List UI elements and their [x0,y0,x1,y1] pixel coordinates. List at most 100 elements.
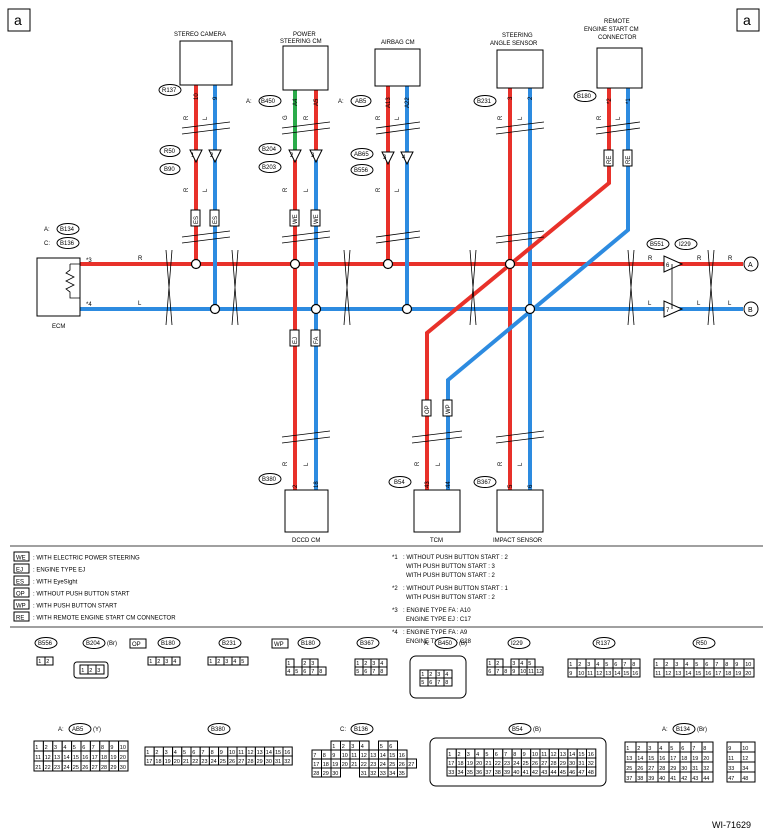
junction [190,258,202,270]
pin-number: 47 [728,776,734,782]
pin-number: 15 [695,671,701,677]
pin-number: 6 [82,745,85,751]
pin-number: 19 [332,762,338,768]
pin-number: 12 [247,750,253,756]
svg-text:R: R [728,256,733,262]
pin-number: 31 [275,759,281,765]
tag-re: RE [607,156,613,164]
pin: *3 [86,258,92,264]
conn-ab65: AB65 [354,152,369,158]
pin-number: 29 [670,766,676,772]
pin-number: 3 [437,672,440,678]
pin-cell [397,767,408,778]
connector-view-label: B367 [360,641,375,647]
pin-number: 15 [275,750,281,756]
pin-number: 22 [495,761,501,767]
pin-number: 3 [467,752,470,758]
pin-number: 20 [476,761,482,767]
pin-number: 7 [313,753,316,759]
pin-number: 29 [110,765,116,771]
pin-number: 1 [149,659,152,665]
pin-number: 47 [578,770,584,776]
pin-number: 15 [73,755,79,761]
pin-number: 4 [659,746,662,752]
pin-number: 28 [247,759,253,765]
pin-number: 17 [448,761,454,767]
pin-number: 5 [605,662,608,668]
svg-text:R: R [376,115,382,120]
connector-view-tag [297,637,321,649]
svg-text:L: L [395,188,401,192]
svg-text:L: L [203,116,209,120]
pin-number: 3 [351,744,354,750]
pin-number: 12 [665,671,671,677]
pin-number: 2 [429,672,432,678]
tag-re: RE [626,156,632,164]
connector-view-tag [82,637,106,649]
tag-wp: WP [446,404,452,414]
power-steering-label-2: STEERING CM [280,39,322,45]
pin-number: 19 [165,759,171,765]
pin-number: 8 [632,662,635,668]
pin-number: 5 [295,669,298,675]
svg-text:R: R [597,115,603,120]
pin-number: 11 [728,756,734,762]
code-op: OP [132,642,141,648]
conn-prefix-a: A: [338,99,344,105]
legend-code: WP [16,604,26,610]
pin-number: 5 [421,680,424,686]
pin-number: 20 [703,756,709,762]
wire-color-labels: R L G R R L R L R L R L R L R L R L R L … [138,115,733,466]
pin-number: 29 [323,771,329,777]
pin-number: 33 [448,770,454,776]
connector-view-tag [157,637,181,649]
pin-number: 30 [120,765,126,771]
pin-number: 30 [266,759,272,765]
pin: 43 [425,481,431,488]
pin-number: 3 [225,659,228,665]
pin-number: 48 [588,770,594,776]
pin-number: 1 [626,746,629,752]
pin-number: 12 [596,671,602,677]
pin-number: 3 [587,662,590,668]
airbag-cm-label: AIRBAG CM [381,40,415,46]
pin-number: 29 [257,759,263,765]
pin-number: 34 [742,766,748,772]
connector-view-suffix: (Br) [107,641,117,647]
pin-number: 26 [532,761,538,767]
note-line: WITH PUSH BUTTON START : 3 [406,564,496,570]
pin-number: 6 [614,662,617,668]
pin-number: 8 [323,753,326,759]
pin-number: 14 [614,671,620,677]
pin-number: 27 [408,762,414,768]
harness-tags [190,149,633,417]
conn-b231: B231 [477,99,492,105]
svg-text:R: R [415,461,421,466]
connector-view-suffix: (Br) [697,727,707,733]
pin-number: 17 [313,762,319,768]
pin-cell [118,760,129,772]
pin-number: 1 [146,750,149,756]
pin-number: 26 [399,762,405,768]
pin-number: 2 [458,752,461,758]
pin-number: 19 [692,756,698,762]
legend-text: : WITH ELECTRIC POWER STEERING [33,556,140,562]
pin: A22 [405,97,411,108]
conn-r50: R50 [164,149,176,155]
pin-number: 14 [266,750,272,756]
legend-code-box [13,563,30,574]
pin-number: 2 [303,661,306,667]
remote-start-label-2: ENGINE START CM [584,27,639,33]
pin: A5 [314,98,320,106]
pin-number: 5 [380,744,383,750]
pin-number: 15 [623,671,629,677]
pin-number: 7 [437,680,440,686]
pin-number: 1 [421,672,424,678]
conn-b134: B134 [60,227,75,233]
pin-number: 23 [370,762,376,768]
pin-cell [630,667,641,678]
note-line: WITH PUSH BUTTON START : 2 [406,573,496,579]
pin-number: 36 [476,770,482,776]
pin-number: 17 [146,759,152,765]
